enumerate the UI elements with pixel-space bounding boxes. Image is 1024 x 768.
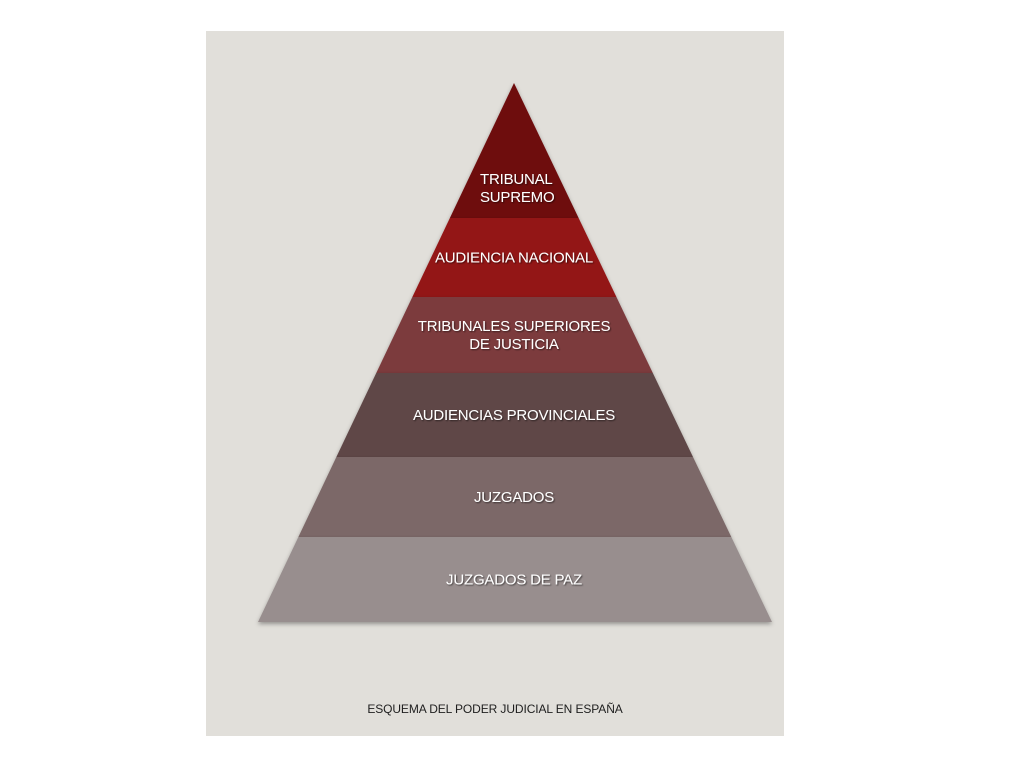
pyramid-tier-5 bbox=[298, 457, 732, 537]
pyramid-tier-3 bbox=[376, 297, 653, 373]
pyramid-tier-label-5: JUZGADOS bbox=[474, 489, 554, 506]
pyramid-tier-label-6: JUZGADOS DE PAZ bbox=[446, 572, 582, 589]
pyramid-tier-2 bbox=[412, 218, 617, 297]
pyramid-tier-1 bbox=[449, 83, 579, 218]
pyramid-tier-label-4: AUDIENCIAS PROVINCIALES bbox=[413, 407, 615, 424]
pyramid-tier-4 bbox=[336, 373, 694, 457]
diagram-caption: ESQUEMA DEL PODER JUDICIAL EN ESPAÑA bbox=[367, 702, 623, 716]
pyramid-tier-6 bbox=[258, 537, 772, 622]
pyramid-tier-label-2: AUDIENCIA NACIONAL bbox=[435, 250, 593, 267]
